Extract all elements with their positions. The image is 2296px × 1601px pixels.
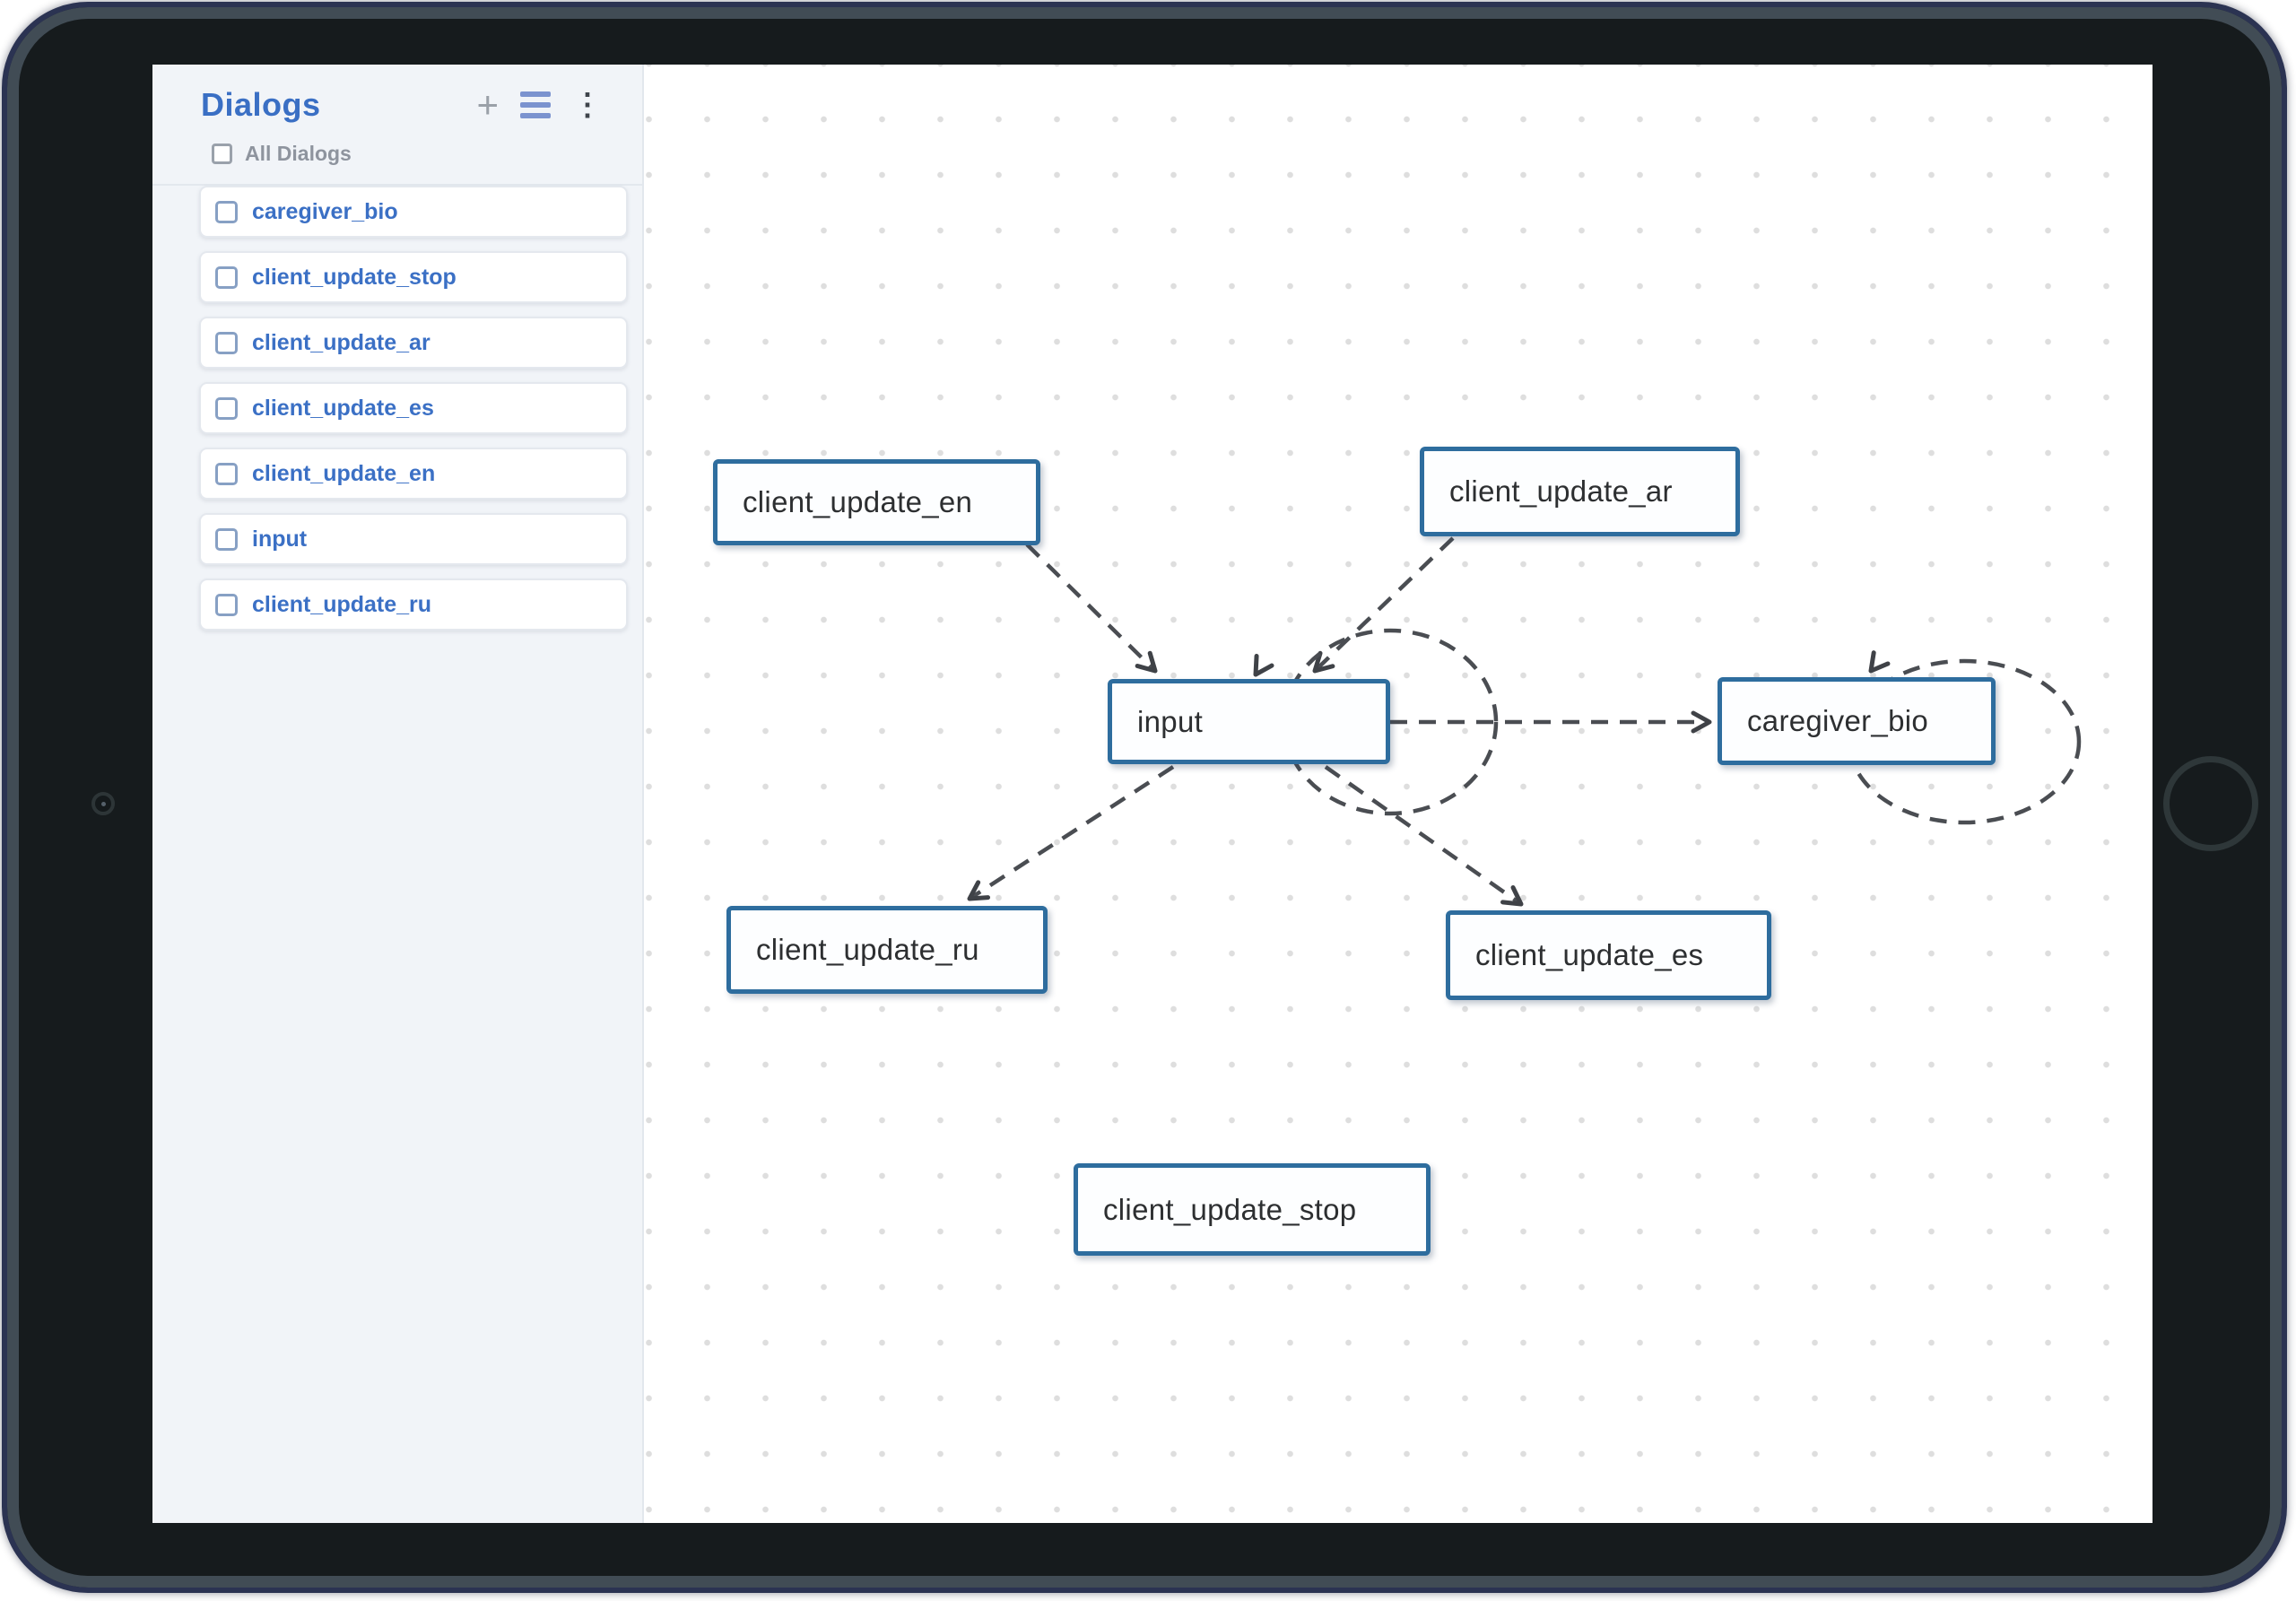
node-label: client_update_ar <box>1449 474 1673 508</box>
dialog-item-checkbox[interactable] <box>215 200 238 223</box>
edges-layer <box>967 536 2082 907</box>
edge-client_update_ar-to-input <box>1313 536 1455 673</box>
dialog-item-checkbox[interactable] <box>215 462 238 485</box>
dialog-item-label: client_update_ru <box>252 591 432 617</box>
camera-icon <box>91 792 115 815</box>
dialog-item-label: client_update_ar <box>252 329 430 355</box>
self-loop-caregiver_bio <box>1847 658 2082 825</box>
node-label: client_update_stop <box>1103 1192 1357 1226</box>
dialog-node-caregiver_bio[interactable]: caregiver_bio <box>1718 677 1996 765</box>
dialog-list: caregiver_bio client_update_stop client_… <box>152 186 642 631</box>
edge-input-to-client_update_es <box>1324 765 1523 906</box>
node-label: client_update_en <box>743 485 973 518</box>
all-dialogs-checkbox[interactable] <box>212 144 232 164</box>
sidebar-title: Dialogs <box>201 86 321 123</box>
kebab-menu-icon[interactable]: ⋮ <box>572 88 603 122</box>
node-label: client_update_ru <box>756 933 979 966</box>
dialog-node-input[interactable]: input <box>1108 679 1390 764</box>
list-view-icon[interactable] <box>518 90 552 120</box>
self-loop-input <box>1282 628 1499 816</box>
dialog-list-item[interactable]: client_update_stop <box>199 251 628 303</box>
node-label: client_update_es <box>1475 938 1704 971</box>
dialog-item-checkbox[interactable] <box>215 396 238 420</box>
app-screen: Dialogs + ⋮ All Dialogs caregiver_bio cl… <box>152 65 2152 1523</box>
sidebar-actions: + ⋮ <box>476 83 603 126</box>
dialog-item-label: caregiver_bio <box>252 198 398 224</box>
node-label: input <box>1137 704 1204 738</box>
dialog-list-item[interactable]: client_update_en <box>199 448 628 500</box>
dialog-node-client_update_ar[interactable]: client_update_ar <box>1420 447 1740 536</box>
dialog-item-checkbox[interactable] <box>215 331 238 354</box>
edge-client_update_en-to-input <box>1025 543 1157 673</box>
dialog-item-checkbox[interactable] <box>215 265 238 289</box>
dialog-list-item[interactable]: client_update_ru <box>199 579 628 631</box>
home-button[interactable] <box>2163 756 2258 851</box>
dialog-item-label: input <box>252 526 308 552</box>
dialog-item-label: client_update_es <box>252 395 434 421</box>
dialogs-sidebar: Dialogs + ⋮ All Dialogs caregiver_bio cl… <box>152 65 644 1523</box>
dialog-list-item[interactable]: caregiver_bio <box>199 186 628 238</box>
edge-input-to-client_update_ru <box>968 765 1175 901</box>
dialog-node-client_update_stop[interactable]: client_update_stop <box>1074 1163 1431 1256</box>
dialog-node-client_update_es[interactable]: client_update_es <box>1446 910 1771 1000</box>
all-dialogs-label: All Dialogs <box>245 142 352 165</box>
dialog-list-item[interactable]: input <box>199 513 628 565</box>
dialog-list-item[interactable]: client_update_es <box>199 382 628 434</box>
sidebar-header: Dialogs + ⋮ <box>152 65 642 129</box>
dialog-node-client_update_ru[interactable]: client_update_ru <box>726 906 1048 994</box>
dialog-item-checkbox[interactable] <box>215 527 238 551</box>
all-dialogs-row: All Dialogs <box>152 129 642 186</box>
dialog-item-label: client_update_en <box>252 460 436 486</box>
add-dialog-icon[interactable]: + <box>476 83 499 126</box>
dialog-item-checkbox[interactable] <box>215 593 238 616</box>
node-label: caregiver_bio <box>1747 704 1929 737</box>
dialog-node-client_update_en[interactable]: client_update_en <box>713 459 1040 545</box>
dialog-list-item[interactable]: client_update_ar <box>199 317 628 369</box>
dialog-item-label: client_update_stop <box>252 264 457 290</box>
